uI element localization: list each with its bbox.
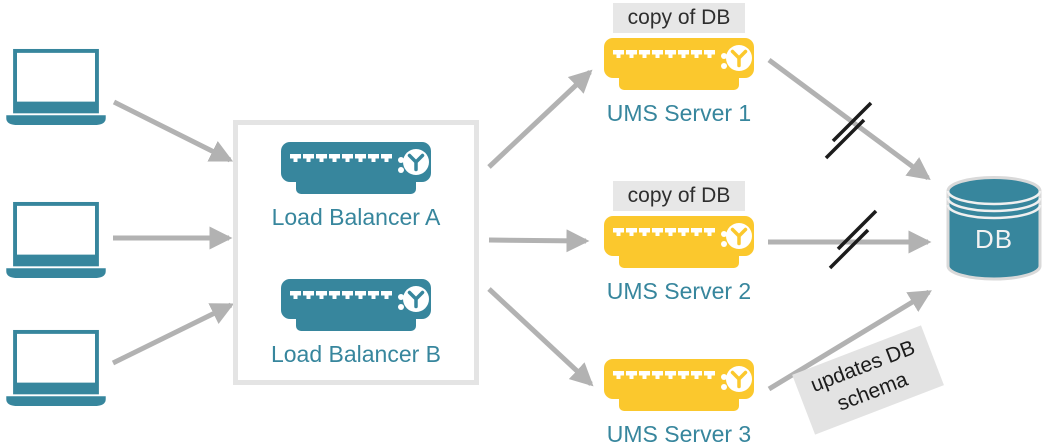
arrow-load-balancers-to-ums-server-2 — [488, 229, 590, 253]
rack-switch-icon — [604, 359, 754, 411]
laptop-icon — [6, 201, 106, 279]
load-balancer-a: Load Balancer A — [238, 141, 474, 231]
database-node: DB — [944, 172, 1044, 284]
laptop-icon — [6, 48, 106, 126]
arrow-load-balancers-to-ums-server-1 — [487, 69, 593, 169]
load-balancer-b-label: Load Balancer B — [270, 341, 442, 367]
rack-switch-icon — [604, 216, 754, 268]
copy-of-db-badge: copy of DB — [612, 181, 746, 211]
laptop-icon — [6, 329, 106, 407]
database-cylinder-icon — [946, 176, 1042, 281]
ums-server-2: copy of DB UMS Server 2 — [598, 181, 760, 305]
ums-server-1: copy of DB UMS Server 1 — [598, 3, 760, 127]
copy-of-db-badge: copy of DB — [612, 3, 746, 33]
arrow-client-3-to-load-balancers — [111, 302, 235, 366]
rack-switch-icon — [281, 279, 431, 331]
ums-server-1-label: UMS Server 1 — [606, 100, 752, 126]
client-3 — [5, 329, 107, 407]
rack-switch-icon — [604, 38, 754, 90]
arrow-load-balancers-to-ums-server-3 — [487, 287, 594, 387]
broken-connection-mark-ums-1 — [824, 101, 873, 160]
ums-server-3-label: UMS Server 3 — [606, 421, 752, 442]
ums-server-3: UMS Server 3 — [598, 358, 760, 442]
load-balancer-box: Load Balancer A Load Balancer B — [233, 120, 479, 385]
rack-switch-icon — [281, 142, 431, 194]
ums-server-2-label: UMS Server 2 — [606, 278, 752, 304]
arrow-ums-server-1-to-db — [767, 57, 931, 181]
schema-note: updates DB schema — [792, 325, 944, 435]
arrow-client-1-to-load-balancers — [112, 99, 234, 163]
client-1 — [5, 48, 107, 126]
database-label: DB — [974, 224, 1014, 254]
load-balancer-a-label: Load Balancer A — [271, 204, 441, 230]
load-balancer-b: Load Balancer B — [238, 278, 474, 368]
client-2 — [5, 201, 107, 279]
broken-connection-mark-ums-2 — [828, 209, 878, 270]
